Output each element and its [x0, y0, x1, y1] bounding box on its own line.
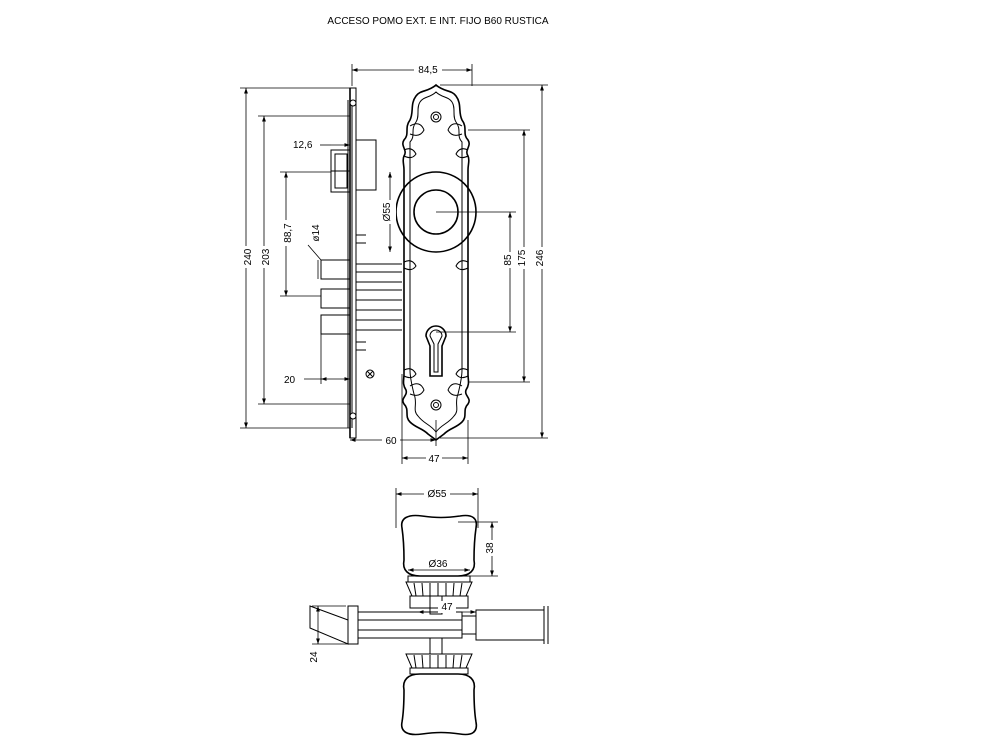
side-view: Ø55 38 Ø36 47 24: [308, 487, 549, 736]
dim-bolt-throw: 20: [284, 375, 296, 386]
drawing-title: ACCESO POMO EXT. E INT. FIJO B60 RUSTICA: [327, 16, 548, 27]
dim-backset: 60: [385, 436, 397, 447]
lock-case: [320, 87, 402, 439]
side-dimensions: Ø55 38 Ø36 47 24: [308, 487, 498, 665]
dim-hole-diameter: ø14: [311, 224, 322, 242]
front-dimensions: 84,5 12,6 240 203 88,7: [240, 63, 548, 465]
dim-latch-width: 12,6: [293, 140, 313, 151]
dim-side-knob-diameter: Ø55: [428, 489, 447, 500]
dim-knob-to-cylinder: 85: [503, 254, 514, 266]
lock-body-side: [309, 595, 549, 655]
dim-side-faceplate-depth: 24: [309, 651, 320, 663]
lower-knob: [400, 653, 478, 736]
dim-side-neck-diameter: Ø36: [429, 559, 448, 570]
front-view: 84,5 12,6 240 203 88,7: [240, 63, 548, 465]
dim-escutcheon-holes: 175: [517, 249, 528, 266]
dim-side-spindle-offset: 47: [441, 602, 453, 613]
dim-overall-width: 84,5: [418, 65, 438, 76]
dim-escutcheon-width: 47: [428, 454, 440, 465]
dim-cylinder-to-knob: 88,7: [283, 223, 294, 243]
dim-lock-height: 240: [243, 248, 254, 265]
dim-faceplate-length: 203: [261, 248, 272, 265]
dim-knob-diameter: Ø55: [382, 202, 393, 221]
escutcheon-plate: [395, 83, 477, 441]
dim-side-knob-height: 38: [485, 542, 496, 554]
dim-escutcheon-height: 246: [535, 249, 546, 266]
